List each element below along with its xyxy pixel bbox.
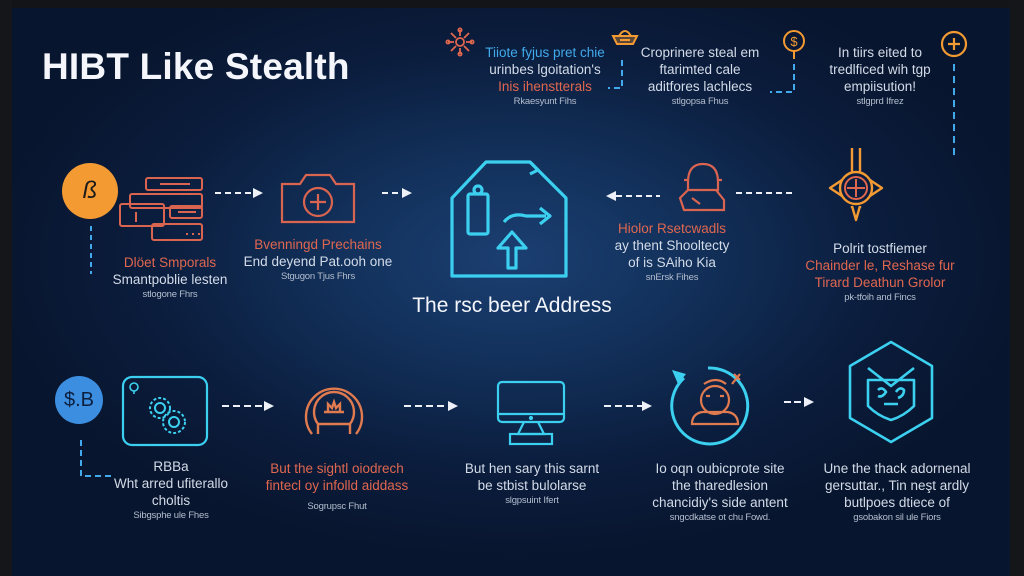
step-badge-orange-label: ß [82,177,98,204]
dollar-pin-icon: $ [783,30,805,59]
bottom-item-2-text: But the sightl oiodrech fintecl oy infol… [252,460,422,514]
middle-item-4-text: Polrit tostfiemer Chainder le, Reshase f… [800,240,960,305]
plus-circle-icon [940,30,968,58]
middle-item-4-highlight-2: Tirard Deathun Grolor [814,275,946,290]
monitor-icon [496,380,566,446]
wallet-document-icon [450,160,568,278]
arrow-right-icon [784,397,814,407]
bottom-item-3-caption: slgpsuint Ifert [505,495,559,506]
connector-ufo [608,60,623,89]
step-badge-blue: $.B [55,376,103,424]
bottom-item-4-caption: sngcdkatse ot chu Fowd. [669,512,771,523]
bottom-item-2-caption: Sogrupsc Fhut [307,501,367,512]
robot-refresh-icon [670,366,750,446]
bottom-item-3-line-1: But hen sary this sarnt [464,461,600,476]
middle-item-1-caption: stlogone Fhrs [142,289,198,300]
hexagon-shield-icon [848,340,934,444]
compass-cross-icon [828,148,884,222]
left-frame-edge [0,0,12,576]
top-item-1-line-2: urinbes lgoitation's [489,62,601,77]
bottom-item-1-text: RBBa Wht arred ufiterallo choltis Sibgsp… [96,458,246,523]
camera-plus-icon [280,173,356,224]
middle-item-4-caption: pk-tfoih and Fincs [844,292,916,303]
arrow-right-icon [215,188,263,198]
middle-item-4-highlight-1: Chainder le, Reshase fur [805,258,955,273]
top-item-2-text: Croprinere steal em ftarimted cale aditf… [630,44,770,109]
middle-item-2-caption: Stgugon Tjus Fhrs [280,271,356,282]
bottom-item-4-line-1: Io oqn oubicprote site [655,461,785,476]
bottom-item-2-highlight-1: But the sightl oiodrech [270,461,404,476]
connector-dashed [736,192,796,194]
step-badge-blue-label: $.B [63,388,95,411]
connector-badge-orange [90,226,92,274]
bottom-item-1-line-3: choltis [151,493,191,508]
network-brain-icon [445,27,475,57]
top-item-2-caption: stlgopsa Fhus [671,96,729,107]
arrow-right-icon [382,188,412,198]
middle-item-3-highlight: Hiolor Rsetcwadls [617,221,727,236]
connector-dollar [770,64,795,93]
middle-item-2-text: Bvenningd Prechains End deyend Pat.ooh o… [240,236,396,284]
bottom-item-5-line-2: gersuttar., Tin neşt ardly [824,478,970,493]
top-item-2-line-1: Croprinere steal em [640,45,760,60]
bottom-item-5-text: Une the thack adornenal gersuttar., Tin … [812,460,982,525]
center-label: The rsc beer Address [412,294,612,317]
middle-item-3-text: Hiolor Rsetcwadls ay thent Shooltecty of… [602,220,742,285]
bottom-item-3-text: But hen sary this sarnt be stbist bulola… [452,460,612,508]
middle-item-4-line-1: Polrit tostfiemer [833,241,927,256]
top-item-3-line-2: tredlficed wih tgp [829,62,931,77]
middle-item-1-text: Dlöet Smporals Smantpoblie lesten stlogo… [100,254,240,302]
middle-item-3-line-2: of is SAiho Kia [628,255,716,270]
middle-item-2-line-1: End deyend Pat.ooh one [243,254,393,269]
bottom-item-3-line-2: be stbist bulolarse [477,478,587,493]
bottom-item-4-line-2: the tharedlesion [671,478,769,493]
top-item-1-line-1: Tiiote fyjus pret chie [485,45,605,60]
server-stack-icon [119,177,203,241]
middle-item-2-highlight: Bvenningd Prechains [254,237,382,252]
top-item-3-caption: stlgprd Ifrez [856,96,904,107]
middle-item-3-caption: snErsk Fihes [645,272,699,283]
right-frame-edge [1010,0,1024,576]
arrow-left-icon [606,191,660,201]
gateway-arch-icon [304,387,364,435]
gears-icon [121,375,209,447]
top-item-3-line-3: empiisution! [843,79,917,94]
bottom-item-5-line-1: Une the thack adornenal [823,461,971,476]
bottom-item-1-line-1: RBBa [153,459,189,474]
bottom-item-4-text: Io oqn oubicprote site the tharedlesion … [640,460,800,525]
middle-item-3-line-1: ay thent Shooltecty [614,238,730,253]
arrow-right-icon [222,401,274,411]
connector-badge-blue [80,440,114,477]
infographic-canvas [12,8,1010,576]
arrow-right-icon [404,401,458,411]
middle-item-1-line-1: Smantpoblie lesten [112,272,228,287]
bottom-item-1-caption: Sibgsphe ule Fhes [133,510,209,521]
middle-item-1-highlight: Dlöet Smporals [123,255,217,270]
top-item-3-text: In tiirs eited to tredlficed wih tgp emp… [810,44,950,109]
bottom-item-2-highlight-2: fintecl oy infolld aiddass [265,478,409,493]
bottom-item-1-line-2: Wht arred ufiterallo [113,476,229,491]
top-item-3-line-1: In tiirs eited to [837,45,923,60]
top-item-2-line-3: aditfores lachlecs [647,79,753,94]
ufo-basket-icon [611,30,639,45]
bottom-item-4-line-3: chancidiy's side antent [652,495,788,510]
top-item-2-line-2: ftarimted cale [659,62,741,77]
top-item-1-highlight: Inis ihenstterals [498,79,592,94]
top-item-1-caption: Rkaesyunt Fihs [513,96,577,107]
person-agent-icon [678,162,726,212]
page-title: HIBT Like Stealth [42,46,350,87]
bottom-item-5-caption: gsobakon sil ule Fiors [853,512,941,523]
step-badge-orange: ß [62,163,118,219]
connector-plus-vertical [953,64,955,158]
top-item-1-text: Tiiote fyjus pret chie urinbes lgoitatio… [470,44,620,109]
bottom-item-5-line-3: butlpoes dtiece of [844,495,950,510]
svg-text:$: $ [790,34,798,49]
arrow-right-icon [604,401,652,411]
